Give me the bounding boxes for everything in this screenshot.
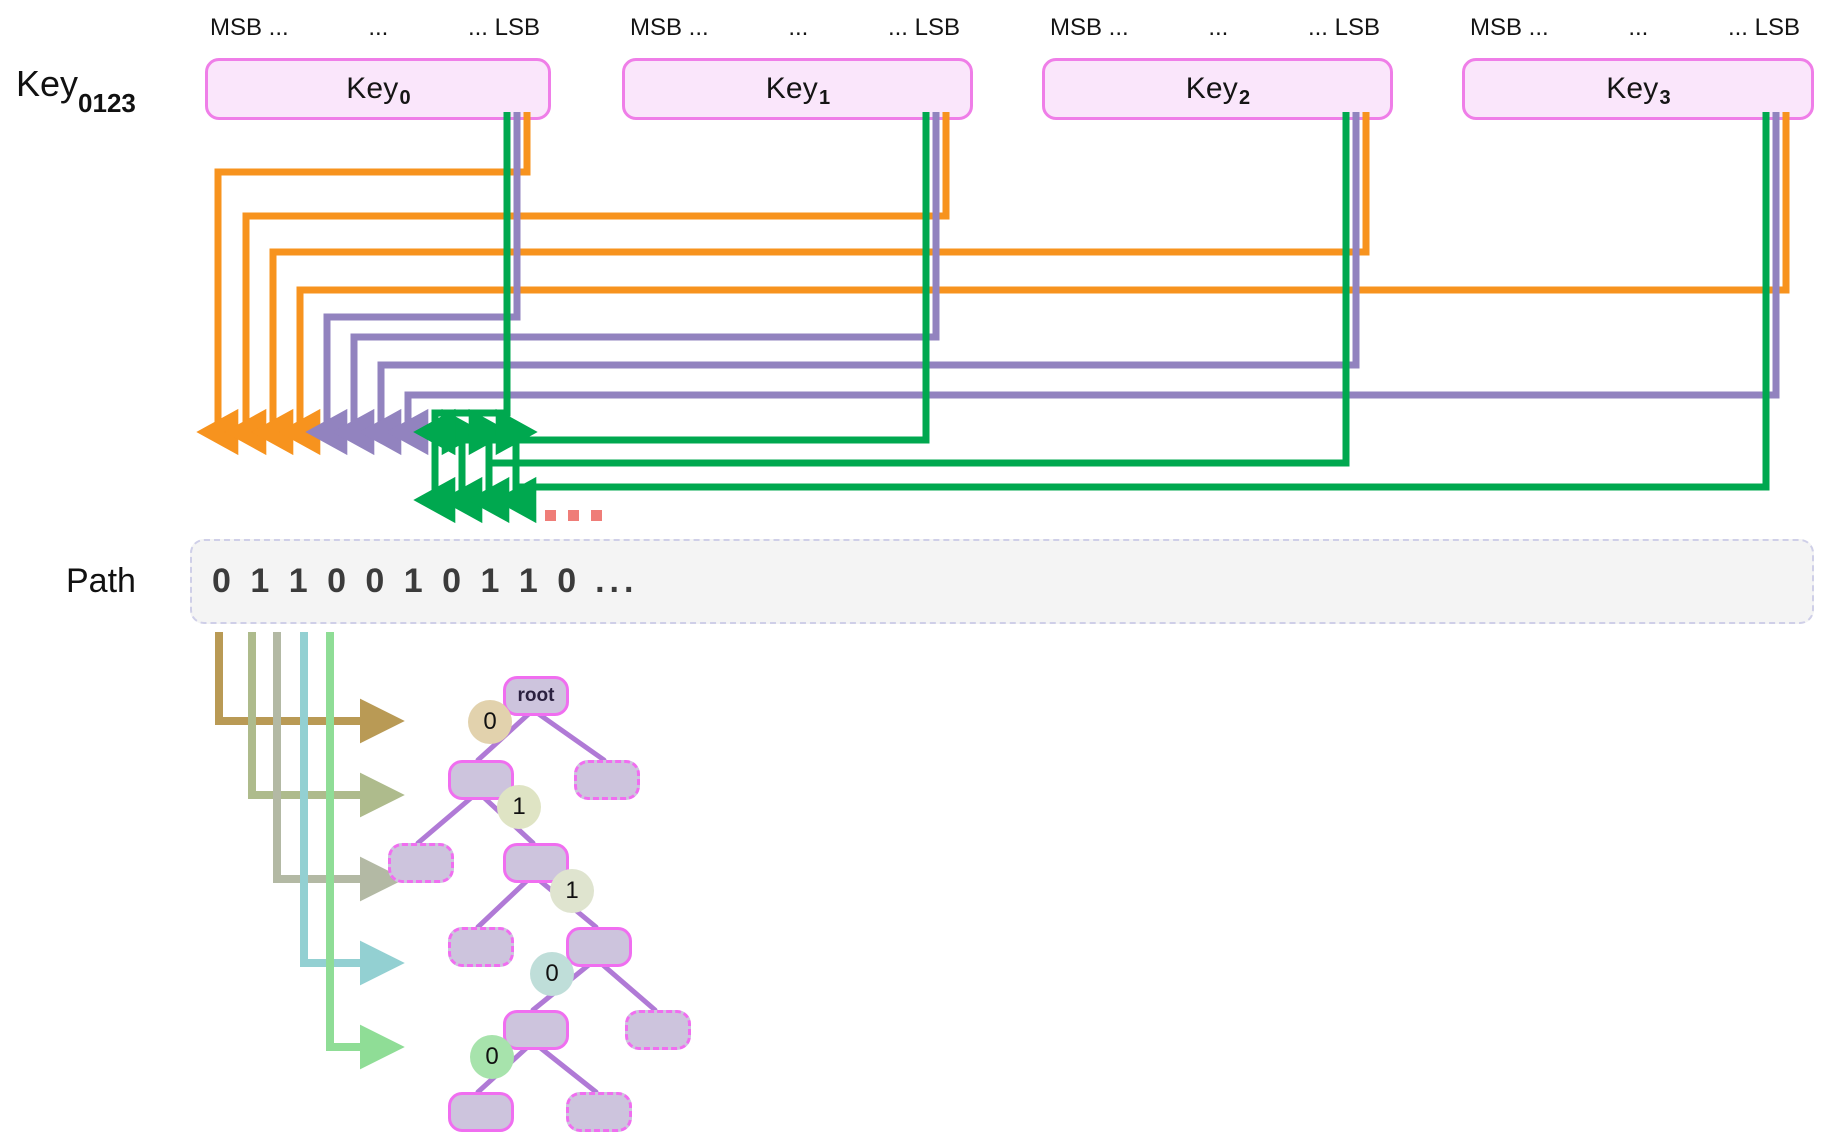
wire-purple-key1 xyxy=(332,112,940,456)
tree-bit-2-label: 1 xyxy=(565,877,579,904)
wire-purple-key2 xyxy=(359,112,1360,456)
msb-label: MSB ... xyxy=(210,14,289,41)
mid-ellipsis-label: ... xyxy=(1208,14,1229,41)
keys-group-label-sub: 0123 xyxy=(78,88,136,119)
key-box-1-text: Key xyxy=(765,72,818,105)
tree-bit-0: 0 xyxy=(468,700,512,744)
wire-purple-key0 xyxy=(305,112,521,456)
more-bits-ellipsis xyxy=(545,510,602,521)
tree-node-l1-left[interactable] xyxy=(448,760,514,800)
wire-purple-key3 xyxy=(386,112,1780,456)
key-box-1-label: Key1 xyxy=(765,72,831,109)
path-bits: 0 1 1 0 0 1 0 1 1 0... xyxy=(212,562,638,601)
keys-group-label-text: Key xyxy=(16,63,79,104)
key-box-2-sub: 2 xyxy=(1238,87,1251,109)
tree-edge-0-right xyxy=(530,707,607,763)
tree-node-root-label: root xyxy=(517,685,555,706)
key-box-1-sub: 1 xyxy=(818,87,831,109)
tracer-bit-4 xyxy=(326,632,405,1070)
key-box-2-text: Key xyxy=(1185,72,1238,105)
wire-green-key2-b xyxy=(467,112,1350,524)
bit-order-legend-key3: MSB ... ... ... LSB xyxy=(1470,14,1800,41)
key-box-3[interactable]: Key3 xyxy=(1462,58,1814,120)
tree-node-l3-left[interactable] xyxy=(448,927,514,967)
tree-edge-1-left xyxy=(415,789,481,846)
path-bits-trailing: ... xyxy=(595,562,639,600)
lsb-label: ... LSB xyxy=(1727,14,1800,41)
tree-node-l5-left[interactable] xyxy=(448,1092,514,1132)
lsb-label: ... LSB xyxy=(887,14,960,41)
tree-bit-1: 1 xyxy=(497,785,541,829)
tree-bit-2: 1 xyxy=(550,869,594,913)
tracer-bit-0 xyxy=(215,632,405,744)
key-box-0-text: Key xyxy=(346,72,399,105)
key-box-2-label: Key2 xyxy=(1185,72,1251,109)
tree-bit-4: 0 xyxy=(470,1035,514,1079)
msb-label: MSB ... xyxy=(1470,14,1549,41)
wire-green-key1-b xyxy=(440,112,930,524)
tree-edge-3-right xyxy=(593,956,658,1013)
wire-orange-key2 xyxy=(251,112,1370,456)
lsb-label: ... LSB xyxy=(467,14,540,41)
bit-order-legend-key0: MSB ... ... ... LSB xyxy=(210,14,540,41)
ellipsis-dot xyxy=(591,510,602,521)
tree-node-l3-right[interactable] xyxy=(566,927,632,967)
tree-bit-3: 0 xyxy=(530,952,574,996)
key-box-0-label: Key0 xyxy=(346,72,411,109)
mid-ellipsis-label: ... xyxy=(788,14,809,41)
ellipsis-dot xyxy=(545,510,556,521)
bit-order-legend-key2: MSB ... ... ... LSB xyxy=(1050,14,1380,41)
key-box-2[interactable]: Key2 xyxy=(1042,58,1393,120)
lsb-label: ... LSB xyxy=(1307,14,1380,41)
keys-group-label: Key0123 xyxy=(16,63,136,118)
msb-label: MSB ... xyxy=(1050,14,1129,41)
path-band xyxy=(190,539,1814,624)
key-box-1[interactable]: Key1 xyxy=(622,58,973,120)
mid-ellipsis-label: ... xyxy=(368,14,389,41)
key-box-3-sub: 3 xyxy=(1659,87,1671,109)
tracer-bit-3 xyxy=(300,632,405,986)
tree-bit-4-label: 0 xyxy=(485,1043,499,1070)
key-box-3-text: Key xyxy=(1606,72,1659,105)
mid-ellipsis-label: ... xyxy=(1628,14,1649,41)
key-box-3-label: Key3 xyxy=(1606,72,1671,109)
wire-orange-key1 xyxy=(224,112,950,456)
path-bits-value: 0 1 1 0 0 1 0 1 1 0 xyxy=(212,562,582,600)
tree-node-l1-right[interactable] xyxy=(574,760,640,800)
path-label: Path xyxy=(66,562,136,600)
tree-node-l4-right[interactable] xyxy=(625,1010,691,1050)
wire-orange-key3 xyxy=(278,112,1790,456)
tree-bit-1-label: 1 xyxy=(512,793,526,820)
tree-node-l4-left[interactable] xyxy=(503,1010,569,1050)
wire-green-key3-b xyxy=(494,112,1770,524)
key-box-0-sub: 0 xyxy=(399,87,411,109)
msb-label: MSB ... xyxy=(630,14,709,41)
bit-order-legend-key1: MSB ... ... ... LSB xyxy=(630,14,960,41)
tree-edge-4-right xyxy=(530,1039,599,1095)
tree-edge-2-left xyxy=(475,872,536,930)
tracer-bit-2 xyxy=(273,632,405,902)
ellipsis-dot xyxy=(568,510,579,521)
tree-node-root[interactable]: root xyxy=(503,676,569,716)
tree-node-l5-right[interactable] xyxy=(566,1092,632,1132)
tree-bit-0-label: 0 xyxy=(483,708,497,735)
key-box-0[interactable]: Key0 xyxy=(205,58,551,120)
tree-bit-3-label: 0 xyxy=(545,960,559,987)
wire-orange-key0 xyxy=(196,112,531,456)
tree-node-l2-left[interactable] xyxy=(388,843,454,883)
